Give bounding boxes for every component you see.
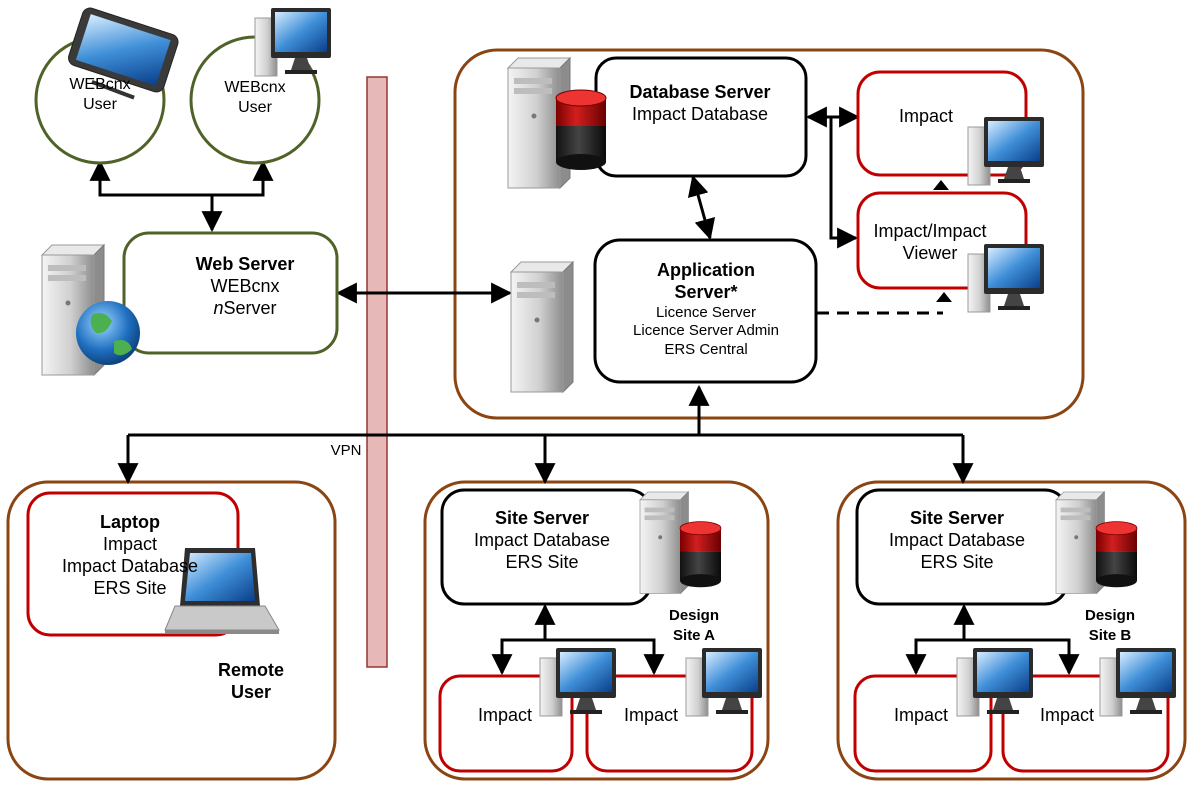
site-b-clients-arrow [905,638,1080,676]
server-tower-icon [510,261,574,393]
globe-server-icon [41,244,140,376]
users-connector [89,159,274,197]
site-a-client-1-node [438,674,574,773]
desktop-computer-icon [254,7,332,77]
web-server-node [122,231,339,355]
vpn-bar [366,76,388,668]
site-a-clients-arrow [491,638,665,676]
application-server-node [593,238,818,384]
site-a-client-2-node [585,674,754,773]
site-b-server-node [855,488,1069,606]
tablet-icon [68,7,179,100]
database-server-icon [507,57,607,189]
site-a-server-node [440,488,653,606]
impact-monitor-icon [967,116,1045,186]
site-a-database-icon [639,491,722,594]
design-site-b-container [836,480,1187,781]
laptop-icon [164,548,280,634]
viewer-triangle-marker [936,292,952,302]
remote-user-container [6,480,337,781]
db-viewer-arrow [829,117,859,249]
site-b-client-2-node [1001,674,1170,773]
db-app-arrow [687,174,716,241]
site-b-database-icon [1055,491,1138,594]
database-server-node [594,56,808,178]
central-site-container [453,48,1085,420]
design-site-a-container [423,480,770,781]
viewer-monitor-icon [967,243,1045,313]
impact-triangle-marker [933,180,949,190]
